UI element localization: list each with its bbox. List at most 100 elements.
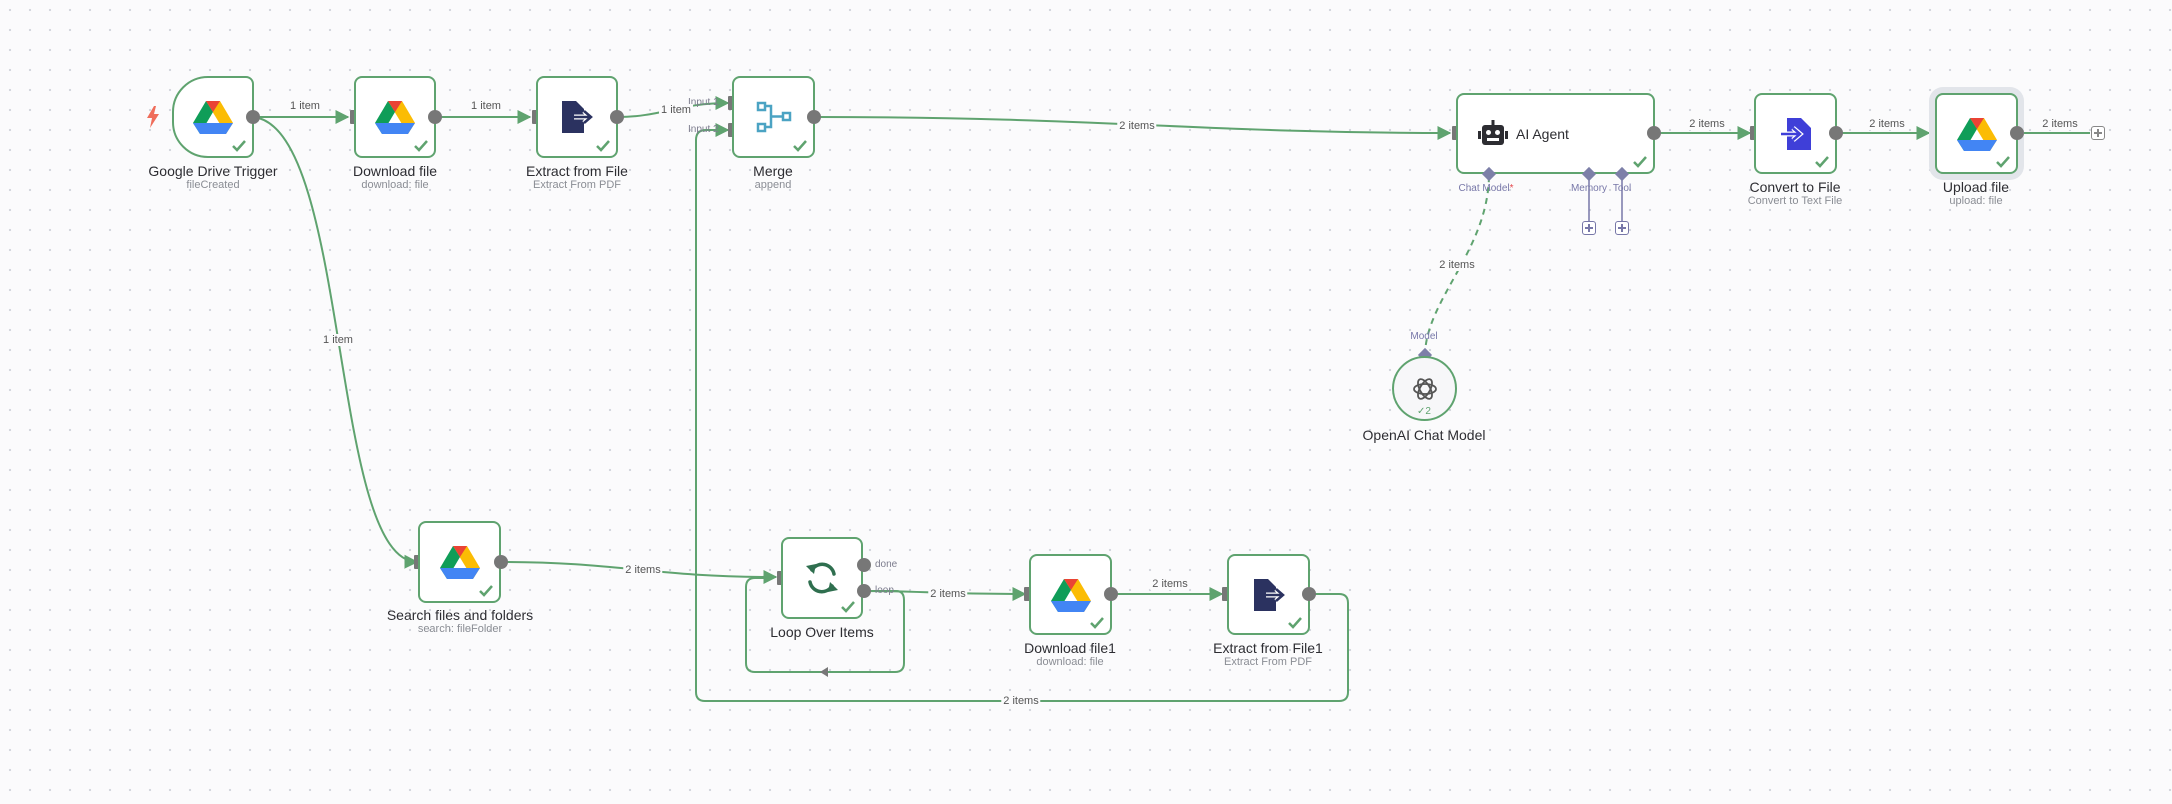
merge-input2-label: Input 2 [688,124,719,135]
node-subtitle: upload: file [1949,195,2003,207]
input-port[interactable] [777,571,783,585]
node-title: Merge [753,163,793,179]
input-port-1[interactable] [728,96,734,110]
merge-icon [756,101,791,133]
node-extract-from-file[interactable] [536,76,618,158]
edge-label: 2 items [1150,578,1190,590]
edge-label: 2 items [1437,259,1477,271]
tool-label: Tool [1612,183,1632,194]
input-port[interactable] [1929,126,1935,140]
node-subtitle: Extract From PDF [532,179,621,191]
openai-icon [1412,377,1437,400]
node-label: Merge append [753,163,793,191]
extract-file-icon [1253,578,1286,611]
output-port[interactable] [1104,587,1118,601]
input-port[interactable] [414,555,420,569]
trigger-loop-arrow [820,667,828,677]
loop-port-label: loop [875,585,894,596]
node-subtitle: search: fileFolder [417,623,503,635]
output-port[interactable] [428,110,442,124]
node-extract-from-file1[interactable] [1227,554,1310,635]
check-mark: ✓ [1417,406,1426,417]
success-check-icon [1815,156,1829,168]
loop-output-port[interactable] [857,584,871,598]
input-port[interactable] [1750,126,1756,140]
node-ai-agent[interactable]: AI Agent [1456,93,1655,174]
output-port[interactable] [610,110,624,124]
node-title: OpenAI Chat Model [1362,427,1486,443]
edge-label: 1 item [288,100,322,112]
chat-model-label: Chat Model* [1458,183,1513,194]
robot-icon [1478,119,1508,145]
output-port[interactable] [807,110,821,124]
input-port[interactable] [1452,126,1458,140]
success-check-icon [793,140,807,152]
node-title: Upload file [1942,179,2010,195]
node-openai-chat-model[interactable]: ✓2 [1392,356,1457,421]
input-port[interactable] [1222,587,1228,601]
success-check-icon [479,585,493,597]
success-check-icon [1633,156,1647,168]
input-port[interactable] [350,110,356,124]
input-port[interactable] [532,110,538,124]
add-tool-button[interactable] [1615,221,1629,235]
run-count: ✓2 [1417,406,1431,417]
output-port[interactable] [246,110,260,124]
add-next-node-button[interactable] [2091,126,2105,140]
node-download-file1[interactable] [1029,554,1112,635]
success-check-icon [1090,617,1104,629]
node-convert-to-file[interactable] [1754,93,1837,174]
edge-label: 1 item [321,334,355,346]
merge-input1-label: Input 1 [688,97,719,108]
node-google-drive-trigger[interactable] [172,76,254,158]
input-port[interactable] [1024,587,1030,601]
output-port[interactable] [494,555,508,569]
node-label: OpenAI Chat Model [1363,427,1486,443]
google-drive-icon [1050,578,1091,612]
edge-label: 2 items [2040,118,2080,130]
node-label: Download file1 download: file [1024,640,1116,668]
node-title: Extract from File1 [1213,640,1323,656]
done-port-label: done [875,559,898,570]
edge-label: 1 item [469,100,503,112]
edge-model-agent[interactable] [1424,173,1490,357]
output-port[interactable] [1829,126,1843,140]
node-title: Loop Over Items [770,624,874,640]
memory-label: Memory [1570,183,1608,194]
success-check-icon [414,140,428,152]
node-title: AI Agent [1516,125,1569,142]
node-label: Extract from File1 Extract From PDF [1213,640,1323,668]
node-label: Loop Over Items [770,624,874,640]
node-title: Extract from File [526,163,628,179]
node-label: Upload file upload: file [1943,179,2009,207]
node-title: Convert to File [1749,179,1841,195]
extract-file-icon [562,101,594,133]
node-label: Extract from File Extract From PDF [526,163,628,191]
node-download-file[interactable] [354,76,436,158]
node-search-files[interactable] [418,521,501,603]
add-memory-button[interactable] [1582,221,1596,235]
chat-model-text: Chat Model [1458,183,1510,194]
output-port[interactable] [2010,126,2024,140]
done-output-port[interactable] [857,558,871,572]
node-loop-over-items[interactable] [781,537,863,619]
edge-label: 2 items [1001,695,1041,707]
node-upload-file[interactable] [1935,93,2018,174]
output-port[interactable] [1647,126,1661,140]
google-drive-icon [375,101,415,134]
edge-label: 2 items [1687,118,1727,130]
success-check-icon [1996,156,2010,168]
output-port[interactable] [1302,587,1316,601]
input-port-2[interactable] [728,123,734,137]
node-subtitle: Convert to Text File [1747,195,1843,207]
node-label: Google Drive Trigger fileCreated [148,163,277,191]
google-drive-icon [193,101,233,134]
convert-file-icon [1780,117,1811,150]
node-label: Download file download: file [353,163,437,191]
edge-label: 1 item [659,104,693,116]
edge-label: 2 items [623,564,663,576]
success-check-icon [841,601,855,613]
node-merge[interactable] [732,76,815,158]
